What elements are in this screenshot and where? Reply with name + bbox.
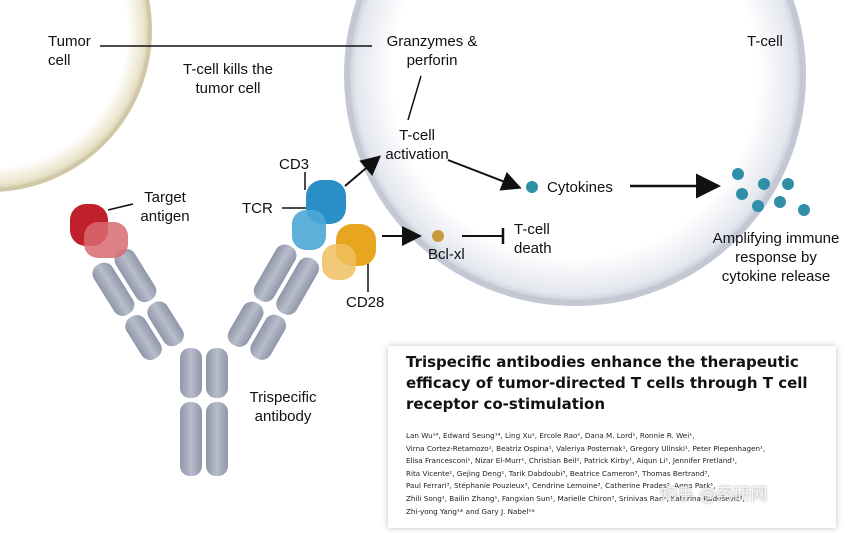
- bcl-xl-label: Bcl-xl: [428, 246, 465, 263]
- tumor-cell: [0, 0, 152, 192]
- trispecific-label: Trispecific antibody: [249, 389, 317, 425]
- activation-label: T-cell activation: [385, 127, 449, 163]
- paper-inset: Trispecific antibodies enhance the thera…: [388, 346, 836, 528]
- target-antigen-binding: [70, 204, 128, 258]
- paper-title: Trispecific antibodies enhance the thera…: [406, 353, 808, 413]
- cytokine-dot: [798, 204, 810, 216]
- cytokines-label: Cytokines: [547, 179, 613, 196]
- granzymes-connector: [407, 75, 422, 121]
- cd28-label: CD28: [346, 294, 385, 311]
- cytokine-arrow: [447, 159, 522, 191]
- watermark: 知乎 @药研网: [660, 485, 768, 505]
- kills-label: T-cell kills the tumor cell: [182, 61, 274, 97]
- tumor-cell-label: Tumor cell: [48, 33, 91, 69]
- tcr-label: TCR: [242, 200, 273, 217]
- cytokine-dot: [736, 188, 748, 200]
- cytokine-dot: [758, 178, 770, 190]
- bcl-xl-dot: [432, 230, 444, 242]
- t-cell: [344, 0, 806, 306]
- amplifying-label: Amplifying immune response by cytokine r…: [712, 230, 840, 285]
- cytokine-dot: [526, 181, 538, 193]
- cd28-binding: [322, 224, 376, 280]
- cytokine-dot: [782, 178, 794, 190]
- antigen-pointer: [107, 203, 134, 211]
- cd3-tcr-binding: [292, 180, 346, 250]
- cd3-label: CD3: [279, 156, 310, 173]
- t-cell-label: T-cell: [747, 33, 783, 50]
- trispecific-antibody: [92, 244, 319, 476]
- cytokine-dot: [752, 200, 764, 212]
- target-antigen-label: Target antigen: [140, 189, 190, 225]
- cytokine-dot: [732, 168, 744, 180]
- t-cell-death-label: T-cell death: [514, 221, 552, 257]
- activation-arrow: [344, 155, 382, 187]
- granzymes-label: Granzymes & perforin: [386, 33, 478, 69]
- cytokine-dot: [774, 196, 786, 208]
- paper-authors: Lan Wu¹⁴, Edward Seung¹⁴, Ling Xu¹, Erco…: [406, 431, 766, 516]
